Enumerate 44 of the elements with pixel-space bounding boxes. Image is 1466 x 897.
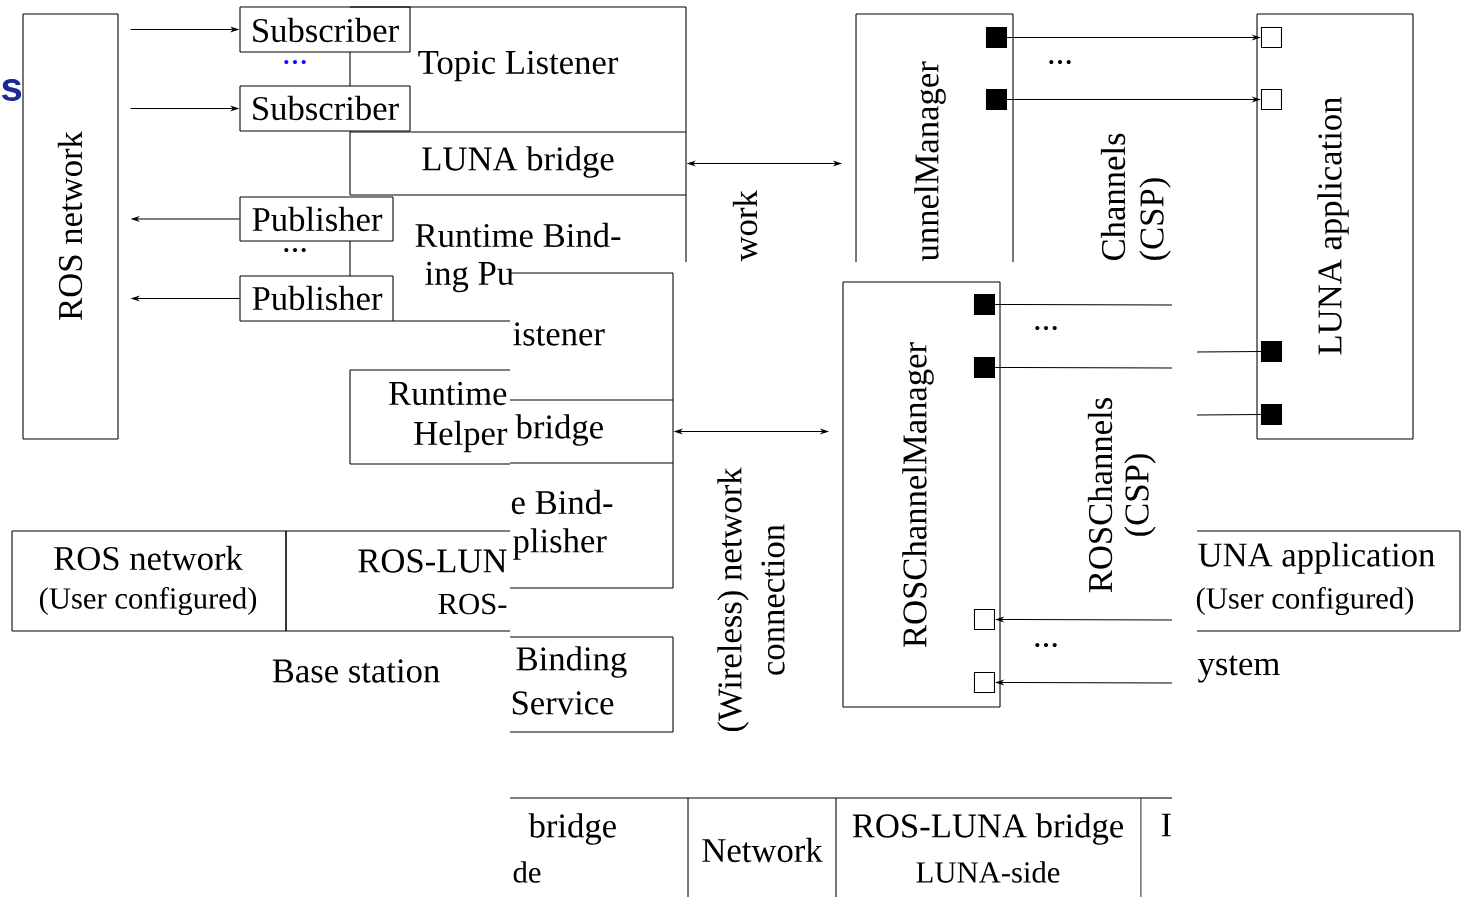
port-square	[1260, 340, 1282, 362]
service-box: Binding Service	[509, 636, 674, 733]
ellipsis: ...	[1049, 59, 1071, 65]
subscriber-box: Subscriber	[239, 85, 411, 132]
manager-box: unnelManager	[855, 13, 1014, 263]
port-square	[973, 671, 995, 693]
port-square	[973, 293, 995, 315]
port-square	[985, 88, 1007, 110]
label-text: ROSChannels	[1087, 398, 1113, 593]
port-square	[1260, 88, 1282, 110]
label-text: (CSP)	[1139, 178, 1171, 260]
label-text: (CSP)	[1124, 454, 1156, 536]
bridge-box: LUNA bridge	[349, 130, 687, 196]
label-text: ystem	[1197, 655, 1280, 683]
ellipsis: ...	[284, 59, 306, 65]
label-text: (Wireless) network	[717, 467, 749, 732]
helper-box: Runtime Helper	[349, 369, 511, 465]
publisher-box: Publisher	[239, 196, 394, 242]
ellipsis: ...	[284, 247, 306, 253]
table-cell: UNA application (User configured)	[1196, 530, 1461, 632]
table-cell: Network	[687, 797, 837, 897]
port-square	[1260, 403, 1282, 425]
table-cell: ROS network (User configured)	[11, 530, 287, 632]
table-cell: ROS-LUN ROS-	[285, 530, 511, 632]
application-box: LUNA application	[1256, 13, 1414, 440]
publisher-box: e Bind- plisher	[509, 462, 674, 589]
bridge-box: bridge	[509, 399, 674, 464]
port-square	[973, 608, 995, 630]
table-cell: ROS-LUNA bridge LUNA-side	[835, 797, 1142, 897]
table-cell: I	[1140, 797, 1173, 837]
ellipsis: ...	[1035, 325, 1057, 331]
manager-box: ROSChannelManager	[842, 281, 1001, 708]
publisher-box: Publisher	[239, 275, 394, 322]
label-text: Channels	[1100, 133, 1126, 261]
subscriber-box: Subscriber	[239, 6, 411, 53]
ellipsis: ...	[1035, 642, 1057, 648]
port-square	[973, 356, 995, 378]
label-text: connection	[761, 524, 785, 675]
network-box: ROS network	[22, 13, 119, 440]
label-text: Base station	[272, 659, 440, 683]
table-cell: bridge de	[509, 797, 689, 897]
label-text: work	[732, 190, 758, 262]
port-square	[985, 26, 1007, 48]
port-square	[1260, 26, 1282, 48]
